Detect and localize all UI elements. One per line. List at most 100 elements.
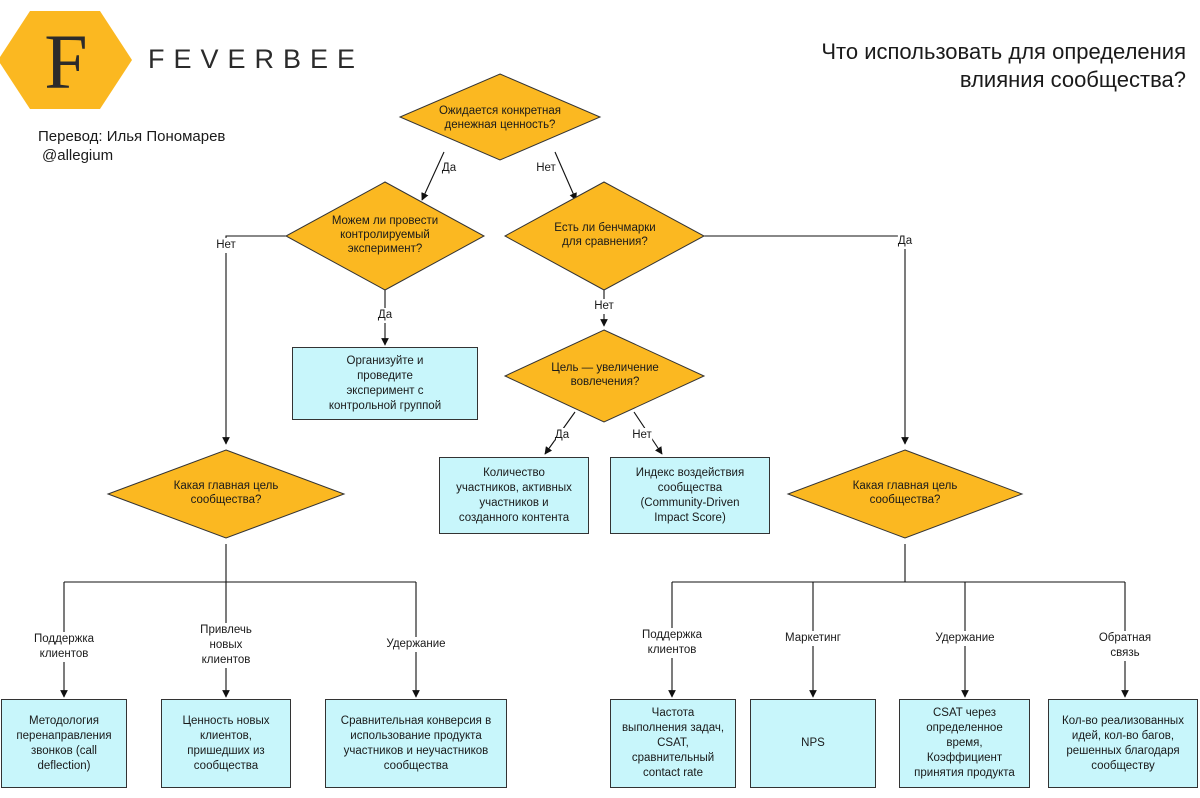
edge-label-q2-no: Нет xyxy=(216,238,236,253)
result-line: участников, активных xyxy=(456,481,572,494)
edge-label-q1-no: Нет xyxy=(536,161,556,176)
result-line: использование продукта xyxy=(350,729,482,742)
result-line: Количество xyxy=(483,466,545,479)
result-line: решенных благодаря xyxy=(1066,744,1180,757)
edge-q1-no xyxy=(554,151,577,201)
branch-label-right-marketing: Маркетинг xyxy=(785,631,841,646)
branch-label-line: новых xyxy=(209,639,243,651)
decision-q2-line: Можем ли провести xyxy=(331,215,439,227)
logo-hexagon xyxy=(0,11,132,109)
decision-q4 xyxy=(503,329,706,423)
result-line: CSAT, xyxy=(657,737,689,749)
result-line: сравнительный xyxy=(631,752,715,764)
result-line: время, xyxy=(946,737,983,749)
result-line: контрольной группой xyxy=(328,399,442,412)
result-impact-score: Индекс воздействия сообщества (Community… xyxy=(610,457,770,534)
decision-q2-text: Можем ли провести контролируемый экспери… xyxy=(306,214,464,256)
decision-q4-line: вовлечения? xyxy=(570,376,640,388)
edge-q3-yes xyxy=(704,235,909,445)
result-line: Impact Score) xyxy=(654,511,726,524)
result-line: Методология xyxy=(29,714,99,727)
branch-label-line: Удержание xyxy=(386,638,446,650)
result-line: сообщества xyxy=(383,759,449,772)
result-line: принятия продукта xyxy=(914,767,1015,779)
result-line: сообществу xyxy=(1091,759,1155,772)
decision-q1-text: Ожидается конкретная денежная ценность? xyxy=(410,104,590,132)
decision-q6-text: Какая главная цель сообщества? xyxy=(815,479,995,507)
result-nps: NPS xyxy=(750,699,876,788)
result-line: Организуйте и xyxy=(346,354,424,367)
translator-handle: @allegium xyxy=(42,147,114,164)
result-line: CSAT через xyxy=(932,707,996,719)
result-conversion: Сравнительная конверсия в использование … xyxy=(325,699,507,788)
branch-label-right-retention: Удержание xyxy=(935,631,995,646)
branch-label-line: Поддержка xyxy=(34,633,94,645)
result-line: эксперимент с xyxy=(346,384,424,397)
branch-label-left-support: Поддержка клиентов xyxy=(34,632,94,662)
branch-label-line: Удержание xyxy=(935,632,995,644)
result-line: сообщества xyxy=(193,759,259,772)
result-line: NPS xyxy=(801,737,825,749)
decision-q2-line: эксперимент? xyxy=(347,243,423,255)
result-line: идей, кол-во багов, xyxy=(1071,729,1175,742)
result-line: сообщества xyxy=(657,481,723,494)
decision-q3-text: Есть ли бенчмарки для сравнения? xyxy=(525,221,685,249)
result-line: Коэффициент xyxy=(926,752,1003,764)
branch-label-line: клиентов xyxy=(647,644,697,656)
decision-q5-line: сообщества? xyxy=(190,494,262,506)
page-title-line1: Что использовать для определения xyxy=(821,39,1186,64)
result-experiment: Организуйте и проведите эксперимент с ко… xyxy=(292,347,478,420)
result-line: пришедших из xyxy=(187,744,265,757)
result-csat-time: CSAT через определенное время, Коэффицие… xyxy=(899,699,1030,788)
decision-q3 xyxy=(503,181,706,291)
branch-label-line: Поддержка xyxy=(642,629,702,641)
brand-name: FEVERBEE xyxy=(148,44,365,74)
edge-label-q4-yes: Да xyxy=(554,428,570,443)
edge-label-q4-no: Нет xyxy=(632,428,652,443)
branch-label-line: Обратная связь xyxy=(1098,632,1152,659)
result-line: звонков (call xyxy=(31,744,97,757)
result-members: Количество участников, активных участник… xyxy=(439,457,589,534)
edge-label-q3-no: Нет xyxy=(594,299,614,314)
result-line: Кол-во реализованных xyxy=(1062,714,1184,727)
result-line: выполнения задач, xyxy=(621,722,725,734)
result-line: перенаправления xyxy=(16,729,112,742)
branch-label-line: Привлечь xyxy=(200,624,252,636)
result-line: определенное xyxy=(926,722,1003,734)
decision-q3-line: для сравнения? xyxy=(562,236,648,248)
branch-label-right-feedback: Обратная связь xyxy=(1087,631,1163,661)
edge-q2-no xyxy=(222,235,286,445)
branch-label-left-attract: Привлечь новых клиентов xyxy=(200,623,252,668)
page-title-line2: влияния сообщества? xyxy=(959,67,1186,92)
edge-q1-yes xyxy=(421,151,445,201)
logo-letter: F xyxy=(44,18,87,105)
decision-q1 xyxy=(398,73,602,161)
branch-label-line: клиентов xyxy=(39,648,89,660)
decision-q1-line: денежная ценность? xyxy=(444,119,556,131)
page-title: Что использовать для определения влияния… xyxy=(706,38,1186,94)
edge-label-q3-yes: Да xyxy=(897,234,913,249)
edge-label-q1-yes: Да xyxy=(441,161,457,176)
decision-q6 xyxy=(786,449,1024,539)
result-line: Индекс воздействия xyxy=(635,466,745,479)
decision-q1-line: Ожидается конкретная xyxy=(438,105,562,117)
decision-q2 xyxy=(284,181,486,291)
result-line: проведите xyxy=(357,369,413,382)
decision-q6-line: Какая главная цель xyxy=(852,480,958,492)
branch-label-line: Маркетинг xyxy=(785,632,841,644)
result-line: Ценность новых xyxy=(182,714,270,727)
decision-q4-line: Цель — увеличение xyxy=(551,362,659,374)
result-line: участников и неучастников xyxy=(343,744,489,757)
decision-q6-line: сообщества? xyxy=(869,494,941,506)
result-new-customers: Ценность новых клиентов, пришедших из со… xyxy=(161,699,291,788)
translator-name: Перевод: Илья Пономарев xyxy=(38,128,226,145)
result-line: клиентов, xyxy=(200,729,252,742)
branch-label-line: клиентов xyxy=(201,654,251,666)
result-line: Частота xyxy=(651,707,695,719)
decision-q4-text: Цель — увеличение вовлечения? xyxy=(525,361,685,389)
result-line: созданного контента xyxy=(458,511,570,524)
result-line: deflection) xyxy=(37,759,91,772)
decision-q5-line: Какая главная цель xyxy=(173,480,279,492)
result-line: участников и xyxy=(479,496,549,509)
